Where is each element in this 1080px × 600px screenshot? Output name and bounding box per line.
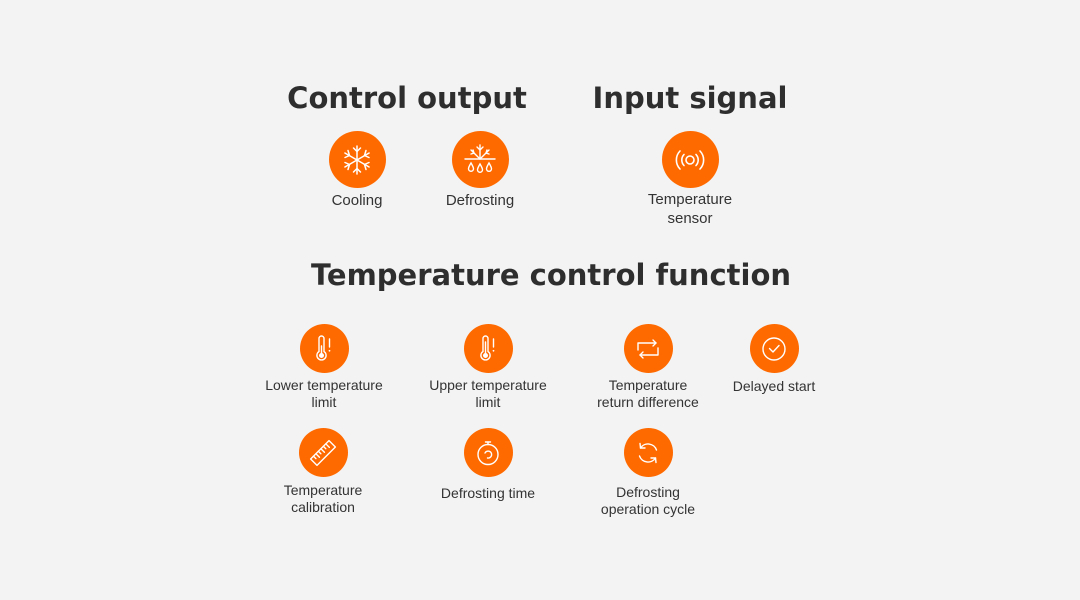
defrosting-label: Defrosting — [445, 192, 515, 209]
upper-limit-circle — [463, 324, 513, 373]
defrost-icon — [464, 143, 496, 173]
return-difference-circle — [623, 324, 673, 373]
defrosting-time-label: Defrosting time — [440, 485, 536, 501]
feature-defrosting-time: Defrosting time — [413, 428, 563, 502]
calibration-label: Temperature calibration — [283, 482, 363, 515]
feature-temperature-sensor: Temperature sensor — [615, 131, 765, 228]
snowflake-icon — [344, 144, 370, 175]
cooling-label: Cooling — [331, 192, 383, 209]
input-signal-heading: Input signal — [592, 81, 788, 115]
stopwatch-icon — [477, 440, 499, 465]
temperature-control-heading: Temperature control function — [310, 258, 792, 292]
feature-defrosting-operation-cycle: Defrosting operation cycle — [573, 428, 723, 518]
return-arrows-icon — [637, 338, 659, 359]
feature-lower-temperature-limit: Lower temperature limit — [249, 324, 399, 411]
control-output-heading: Control output — [287, 81, 527, 115]
feature-temperature-return-difference: Temperature return difference — [573, 324, 723, 411]
delayed-start-label: Delayed start — [732, 378, 816, 394]
lower-limit-circle — [299, 324, 349, 373]
feature-upper-temperature-limit: Upper temperature limit — [413, 324, 563, 411]
feature-cooling: Cooling — [282, 131, 432, 210]
feature-defrosting: Defrosting — [405, 131, 555, 210]
cycle-icon — [638, 442, 658, 463]
calibration-circle — [298, 428, 348, 477]
delayed-start-circle — [749, 324, 799, 373]
lower-limit-label: Lower temperature limit — [265, 377, 383, 410]
thermometer-alert-icon — [480, 334, 495, 361]
clock-icon — [762, 336, 786, 361]
ruler-icon — [309, 439, 337, 466]
sensor-icon — [675, 149, 705, 170]
feature-temperature-calibration: Temperature calibration — [248, 428, 398, 516]
cooling-circle — [328, 131, 386, 188]
operation-cycle-circle — [623, 428, 673, 477]
return-difference-label: Temperature return difference — [597, 377, 699, 410]
upper-limit-label: Upper temperature limit — [429, 377, 547, 410]
thermometer-alert-icon — [316, 334, 331, 361]
temperature-sensor-circle — [661, 131, 719, 188]
defrosting-time-circle — [463, 428, 513, 477]
operation-cycle-label: Defrosting operation cycle — [600, 484, 696, 517]
defrosting-circle — [451, 131, 509, 188]
temperature-sensor-label: Temperature sensor — [647, 191, 733, 227]
feature-delayed-start: Delayed start — [699, 324, 849, 395]
